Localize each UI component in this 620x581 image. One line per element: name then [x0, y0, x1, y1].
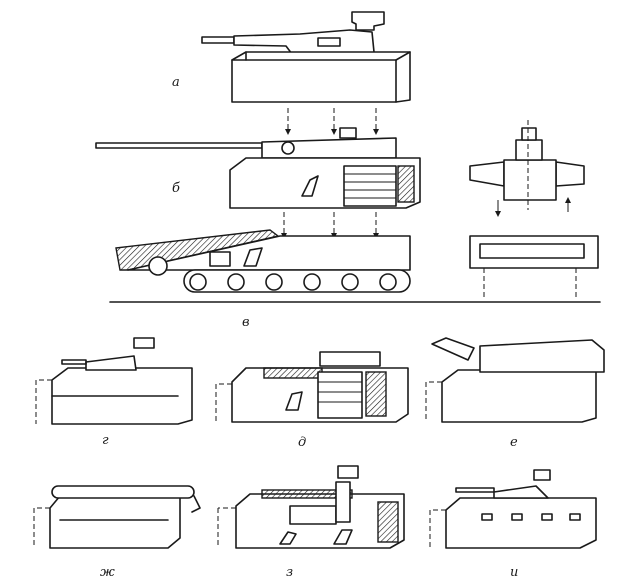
assembly-arrows-b-v: [281, 212, 379, 239]
ammo-rack: [343, 165, 397, 207]
label-zh: ж: [100, 565, 115, 580]
label-a: а: [172, 75, 180, 90]
ammo-rack: [317, 371, 363, 419]
module-wing-right: [555, 161, 585, 187]
vision-port: [569, 513, 581, 521]
hull-block: [49, 495, 181, 549]
hull-block: [445, 497, 597, 549]
road-wheel: [341, 273, 359, 291]
turret-roof-armor: [263, 367, 323, 379]
large-turret: [479, 339, 605, 373]
road-wheel: [265, 273, 283, 291]
road-wheel: [227, 273, 245, 291]
sight-box: [339, 127, 357, 139]
turret-hatch: [317, 37, 341, 47]
label-e: е: [510, 435, 518, 450]
armor-plate: [397, 165, 415, 203]
gun-mantlet: [281, 141, 295, 155]
crew-seat-icon: [333, 529, 353, 545]
crew-seat-icon: [301, 175, 319, 197]
turret-roof-armor: [261, 489, 353, 499]
label-d: д: [298, 435, 306, 450]
label-g: г: [102, 433, 109, 448]
track-assembly: [183, 269, 411, 293]
upper-frame: [51, 485, 195, 499]
diagram-i-variant: и: [429, 469, 597, 580]
vision-port: [541, 513, 553, 521]
launcher-box: [319, 351, 381, 367]
vision-port: [511, 513, 523, 521]
driver-hatch: [209, 251, 231, 267]
gun-barrel: [61, 359, 87, 365]
diagram-a-turret-module: а: [172, 11, 411, 103]
gun-mantlet-box: [431, 337, 475, 361]
diagram-b-combat-module: б: [95, 127, 421, 209]
socket-opening: [479, 243, 585, 259]
armor-plate: [365, 371, 387, 417]
armor-plate: [377, 501, 399, 543]
road-wheel: [189, 273, 207, 291]
module-sight-block: [515, 139, 543, 161]
sight-box: [533, 469, 551, 481]
diagram-zh-variant: ж: [33, 485, 201, 580]
diagram-z-variant: з: [217, 465, 405, 580]
vision-port: [481, 513, 493, 521]
hull-block: [441, 369, 597, 423]
gun-barrel-long: [95, 142, 263, 149]
road-wheel: [379, 273, 397, 291]
sight-box: [133, 337, 155, 349]
module-wing-left: [469, 161, 505, 187]
diagram-e-variant: е: [425, 337, 605, 450]
diagram-right-module-insertion: [469, 120, 599, 300]
road-wheel: [303, 273, 321, 291]
label-v: в: [242, 315, 250, 330]
label-z: з: [286, 565, 293, 580]
diagram-v-base-chassis: в: [109, 229, 601, 330]
mast: [335, 481, 351, 523]
turret-small: [493, 485, 549, 499]
internal-module: [289, 505, 337, 525]
hull-edge: [395, 51, 411, 61]
label-i: и: [510, 565, 518, 580]
gun-barrel: [201, 36, 235, 44]
driver-seat-icon: [243, 247, 263, 267]
drive-sprocket: [148, 256, 168, 276]
turret-small: [85, 355, 137, 371]
crew-seat-icon: [279, 531, 297, 545]
module-sight-head: [521, 127, 537, 141]
module-body: [503, 159, 557, 201]
commander-sight: [351, 11, 385, 31]
diagram-g-variant: г: [35, 337, 193, 448]
gun-barrel: [455, 487, 495, 493]
crane-arm: [191, 495, 201, 513]
diagram-d-variant: д: [215, 351, 409, 450]
crew-seat-icon: [285, 391, 303, 411]
sight-box: [337, 465, 359, 479]
assembly-arrows-a-b: [285, 108, 379, 135]
label-b: б: [172, 181, 180, 196]
